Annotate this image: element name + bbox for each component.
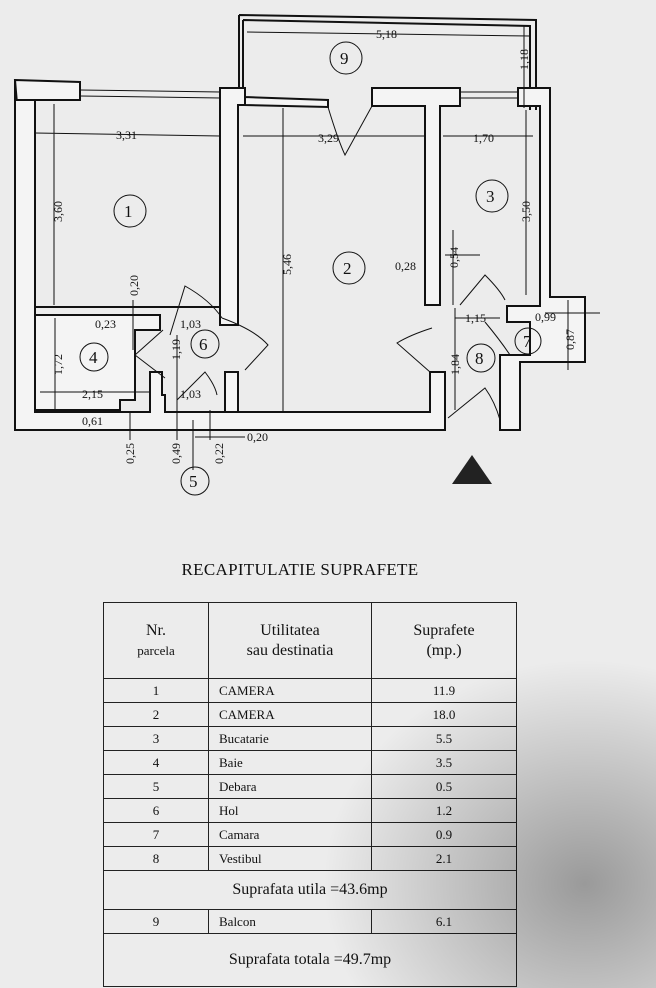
room-8-label: 8 (475, 349, 484, 368)
windows (79, 89, 518, 99)
grand-total-row: Suprafata totala =49.7mp (103, 933, 517, 987)
header-supr: Suprafete (413, 621, 475, 639)
dim-balcony-width: 5,18 (376, 27, 397, 41)
room-4-label: 4 (89, 348, 98, 367)
dim-1-84: 1,84 (448, 354, 462, 375)
balcony-door (327, 105, 373, 157)
cell-nr: 3 (103, 726, 209, 751)
hall-doors (134, 285, 269, 401)
room-9-label: 9 (340, 49, 349, 68)
room-6-label: 6 (199, 335, 208, 354)
dim-0-61: 0,61 (82, 414, 103, 428)
dim-0-20: 0,20 (127, 275, 141, 296)
cell-name: Bucatarie (208, 726, 372, 751)
cell-nr: 8 (103, 846, 209, 871)
cell-name: Hol (208, 798, 372, 823)
summary-title: RECAPITULATIE SUPRAFETE (181, 560, 419, 579)
dimension-lines (34, 25, 600, 470)
cell-nr: 5 (103, 774, 209, 799)
cell-nr: 7 (103, 822, 209, 847)
dim-0-49: 0,49 (169, 443, 183, 464)
room-7-label: 7 (523, 332, 532, 351)
header-supr-sub: (mp.) (426, 641, 462, 659)
cell-nr: 1 (103, 678, 209, 703)
wall-room2-room3 (371, 87, 461, 306)
cell-area: 2.1 (371, 846, 517, 871)
cell-name: Camara (208, 822, 372, 847)
dim-room1-height: 3,60 (51, 201, 65, 222)
grand-total: Suprafata totala =49.7mp (103, 933, 517, 987)
dim-0-99: 0,99 (535, 310, 556, 324)
dim-room3-width: 1,70 (473, 131, 494, 145)
dim-0-87: 0,87 (563, 329, 577, 350)
table-header: Nr. parcela Utilitatea sau destinatia Supr… (103, 602, 517, 679)
cell-name: CAMERA (208, 678, 372, 703)
useful-total: Suprafata utila =43.6mp (103, 870, 517, 910)
room-1-label: 1 (124, 202, 133, 221)
header-util-sub: sau destinatia (246, 641, 334, 659)
room-5-label: 5 (189, 472, 198, 491)
header-nr-sub: parcela (137, 642, 175, 658)
cell-name: Baie (208, 750, 372, 775)
dim-0-25: 0,25 (123, 443, 137, 464)
cell-name: CAMERA (208, 702, 372, 727)
cell-area: 1.2 (371, 798, 517, 823)
wall-right (499, 87, 586, 431)
dim-balcony-depth: 1,18 (517, 49, 531, 70)
vestibule-doors (396, 274, 511, 421)
dim-0-28: 0,28 (395, 259, 416, 273)
cell-nr: 9 (103, 909, 209, 934)
cell-area: 11.9 (371, 678, 517, 703)
cell-nr: 4 (103, 750, 209, 775)
room-2-label: 2 (343, 259, 352, 278)
dim-room3-height: 3,50 (519, 201, 533, 222)
dim-0-20-b: 0,20 (247, 430, 268, 444)
dim-room2-width: 3,29 (318, 131, 339, 145)
area-summary-table: Nr. parcela Utilitatea sau destinatia Supr… (103, 602, 517, 987)
dim-closet-width: 1,03 (180, 387, 201, 401)
floor-plan: 5,18 1,18 3,31 3,60 3,29 5,46 1,70 3,50 … (13, 14, 600, 496)
cell-area: 18.0 (371, 702, 517, 727)
cell-nr: 2 (103, 702, 209, 727)
room-labels: 1 2 3 4 5 6 7 8 9 (79, 41, 542, 496)
window-room2 (244, 88, 329, 109)
cell-nr: 6 (103, 798, 209, 823)
cell-area: 3.5 (371, 750, 517, 775)
room-3-label: 3 (486, 187, 495, 206)
cell-area: 0.9 (371, 822, 517, 847)
dim-room1-width: 3,31 (116, 128, 137, 142)
dim-room4-height: 1,72 (51, 354, 65, 375)
dim-hall-height: 1,19 (169, 339, 183, 360)
dim-1-15: 1,15 (465, 311, 486, 325)
dim-0-54: 0,54 (447, 247, 461, 268)
useful-total-row: Suprafata utila =43.6mp (103, 870, 517, 910)
dim-hall-width: 1,03 (180, 317, 201, 331)
dim-room4-width: 2,15 (82, 387, 103, 401)
header-nr: Nr. (146, 621, 166, 639)
balcony-outline (238, 14, 537, 110)
cell-area: 6.1 (371, 909, 517, 934)
header-util: Utilitatea (260, 621, 320, 639)
cell-area: 5.5 (371, 726, 517, 751)
cell-name: Vestibul (208, 846, 372, 871)
dim-0-22: 0,22 (212, 443, 226, 464)
dim-0-23: 0,23 (95, 317, 116, 331)
cell-name: Balcon (208, 909, 372, 934)
cell-name: Debara (208, 774, 372, 799)
cell-area: 0.5 (371, 774, 517, 799)
north-arrow-icon (452, 455, 492, 484)
dim-room2-height: 5,46 (280, 254, 294, 275)
